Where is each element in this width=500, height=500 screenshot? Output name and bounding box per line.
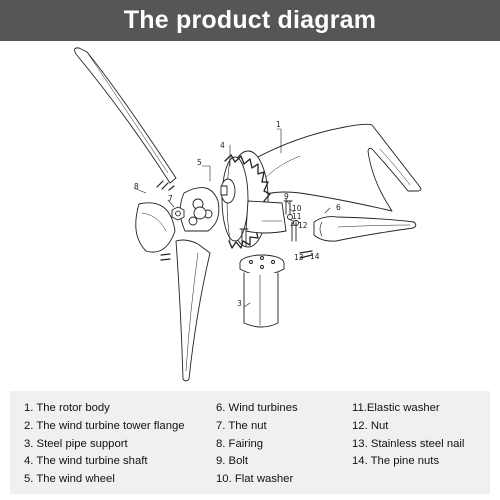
legend-item: 3. Steel pipe support xyxy=(24,437,128,450)
legend-item: 11.Elastic washer xyxy=(352,402,440,414)
wind-wheel-hub xyxy=(179,187,220,232)
legend-item: 1. The rotor body xyxy=(24,402,110,414)
leader-lines xyxy=(133,128,331,308)
upper-blade xyxy=(74,47,177,184)
steel-pipe xyxy=(243,272,279,328)
legend-column-2: 6. Wind turbines 7. The nut 8. Fairing 9… xyxy=(216,400,298,489)
legend-item: 8. Fairing xyxy=(216,437,264,450)
legend-column-3: 11.Elastic washer 12. Nut 13. Stainless … xyxy=(352,400,464,471)
callout-7: 7 xyxy=(168,194,173,203)
callout-5: 5 xyxy=(197,158,202,167)
rotor-body xyxy=(239,123,422,212)
legend-column-1: 1. The rotor body 2. The wind turbine to… xyxy=(24,400,185,489)
callout-4: 4 xyxy=(220,141,225,150)
legend-item: 14. The pine nuts xyxy=(352,455,440,468)
legend-item: 4. The wind turbine shaft xyxy=(24,455,148,468)
generator-housing xyxy=(220,150,271,249)
callout-1: 1 xyxy=(276,120,281,129)
parts-legend: 1. The rotor body 2. The wind turbine to… xyxy=(10,391,490,494)
right-blade xyxy=(313,216,417,242)
callout-10: 10 xyxy=(292,204,302,213)
legend-item: 7. The nut xyxy=(216,419,267,432)
bolts xyxy=(239,200,299,247)
callout-8: 8 xyxy=(134,182,139,191)
callout-9: 9 xyxy=(284,192,289,201)
legend-item: 10. Flat washer xyxy=(216,473,294,486)
small-fasteners xyxy=(156,180,313,261)
callout-3: 3 xyxy=(237,299,242,308)
legend-item: 13. Stainless steel nail xyxy=(352,437,465,450)
nut xyxy=(171,206,185,221)
callout-11: 11 xyxy=(292,212,302,221)
bottom-blade xyxy=(175,239,211,382)
callout-13: 13 xyxy=(294,253,304,262)
title-bar: The product diagram xyxy=(0,0,500,41)
yaw-housing xyxy=(245,200,287,234)
legend-item: 5. The wind wheel xyxy=(24,473,115,486)
callout-6: 6 xyxy=(336,203,341,212)
legend-item: 9. Bolt xyxy=(216,455,249,468)
callout-12: 12 xyxy=(298,221,308,230)
legend-item: 12. Nut xyxy=(352,419,389,432)
callout-2: 2 xyxy=(290,219,295,228)
callout-14: 14 xyxy=(310,252,320,261)
callout-labels: 1 2 3 4 5 6 7 8 9 10 11 12 13 14 xyxy=(134,120,341,308)
legend-item: 6. Wind turbines xyxy=(216,402,298,414)
fairing xyxy=(135,202,176,253)
legend-item: 2. The wind turbine tower flange xyxy=(24,419,185,432)
exploded-diagram: 1 2 3 4 5 6 7 8 9 10 11 12 13 14 xyxy=(0,41,500,386)
turbine-drawing: 1 2 3 4 5 6 7 8 9 10 11 12 13 14 xyxy=(74,47,422,382)
tower-flange xyxy=(239,254,285,276)
page-title: The product diagram xyxy=(123,6,377,34)
